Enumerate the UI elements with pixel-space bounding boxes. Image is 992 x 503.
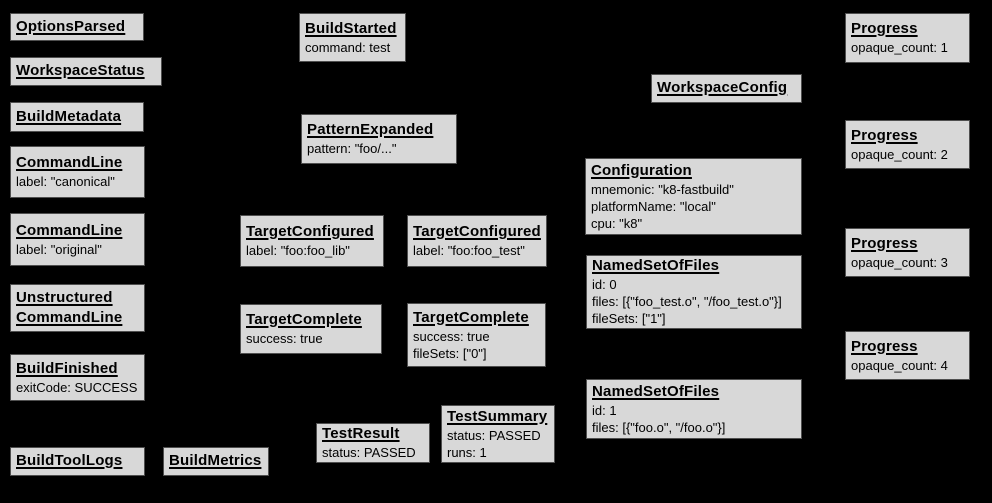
event-title: BuildFinished — [16, 359, 118, 377]
event-title: TestSummary — [447, 407, 548, 425]
event-detail-line: command: test — [305, 39, 391, 55]
event-title: Unstructured CommandLine — [16, 288, 123, 326]
event-box-build-tool-logs: BuildToolLogs — [10, 447, 145, 476]
event-box-target-configured-lib: TargetConfigured label: "foo:foo_lib" — [240, 215, 384, 267]
event-detail-line: success: true — [246, 331, 323, 346]
event-title: WorkspaceConfig — [657, 79, 788, 96]
event-box-progress-4: Progress opaque_count: 4 — [845, 331, 970, 380]
event-title: Progress — [851, 337, 918, 355]
event-box-test-result: TestResult status: PASSED — [316, 423, 430, 463]
event-title: OptionsParsed — [16, 17, 126, 35]
event-box-build-finished: BuildFinished exitCode: SUCCESS — [10, 354, 145, 401]
event-title: NamedSetOfFiles — [592, 257, 720, 274]
event-box-configuration: Configuration mnemonic: "k8-fastbuild"pl… — [585, 158, 802, 235]
event-box-command-line-canonical: CommandLine label: "canonical" — [10, 146, 145, 198]
event-title: TargetConfigured — [246, 223, 374, 240]
event-box-target-configured-test: TargetConfigured label: "foo:foo_test" — [407, 215, 547, 267]
event-detail-line: opaque_count: 3 — [851, 254, 948, 270]
event-title: PatternExpanded — [307, 121, 434, 138]
event-detail-line: status: PASSED — [447, 427, 541, 443]
event-title: TargetComplete — [246, 311, 362, 328]
event-title: Progress — [851, 126, 918, 144]
event-box-build-metrics: BuildMetrics — [163, 447, 269, 476]
event-box-progress-2: Progress opaque_count: 2 — [845, 120, 970, 169]
event-box-command-line-original: CommandLine label: "original" — [10, 213, 145, 266]
event-detail-line: platformName: "local" — [591, 198, 716, 214]
event-detail-line: mnemonic: "k8-fastbuild" — [591, 181, 734, 197]
event-detail-line: label: "foo:foo_test" — [413, 243, 525, 258]
event-detail-line: cpu: "k8" — [591, 215, 643, 231]
event-title: CommandLine — [16, 221, 123, 239]
event-title: TestResult — [322, 425, 400, 442]
event-detail-line: files: [{"foo_test.o", "/foo_test.o"}] — [592, 294, 782, 309]
event-box-progress-1: Progress opaque_count: 1 — [845, 13, 970, 63]
event-title: TargetComplete — [413, 308, 529, 326]
event-box-progress-3: Progress opaque_count: 3 — [845, 228, 970, 277]
event-detail-line: label: "original" — [16, 241, 102, 257]
event-box-workspace-status: WorkspaceStatus — [10, 57, 162, 86]
event-detail-line: pattern: "foo/..." — [307, 141, 397, 156]
event-detail-line: runs: 1 — [447, 444, 487, 460]
event-box-workspace-config: WorkspaceConfig — [651, 74, 802, 103]
event-title: NamedSetOfFiles — [592, 382, 720, 400]
event-title: BuildMetadata — [16, 107, 122, 125]
event-title: Progress — [851, 234, 918, 252]
event-title: WorkspaceStatus — [16, 62, 145, 79]
event-title: Progress — [851, 20, 918, 37]
event-box-target-complete-lib: TargetComplete success: true — [240, 304, 382, 354]
event-box-options-parsed: OptionsParsed — [10, 13, 144, 41]
event-box-unstructured-command-line: Unstructured CommandLine — [10, 284, 145, 332]
event-title: BuildMetrics — [169, 452, 262, 469]
event-box-build-metadata: BuildMetadata — [10, 102, 144, 132]
event-box-build-started: BuildStarted command: test — [299, 13, 406, 62]
event-detail-line: files: [{"foo.o", "/foo.o"}] — [592, 419, 726, 435]
event-detail-line: fileSets: ["1"] — [592, 311, 666, 326]
event-detail-line: success: true — [413, 328, 490, 344]
event-detail-line: id: 0 — [592, 277, 617, 292]
event-detail-line: label: "foo:foo_lib" — [246, 243, 350, 258]
event-detail-line: exitCode: SUCCESS — [16, 379, 138, 395]
event-title: CommandLine — [16, 154, 123, 171]
event-detail-line: opaque_count: 4 — [851, 357, 948, 373]
event-title: BuildToolLogs — [16, 452, 123, 469]
event-box-pattern-expanded: PatternExpanded pattern: "foo/..." — [301, 114, 457, 164]
event-detail-line: opaque_count: 1 — [851, 40, 948, 55]
event-detail-line: id: 1 — [592, 402, 617, 418]
event-detail-line: fileSets: ["0"] — [413, 345, 487, 361]
event-title: TargetConfigured — [413, 223, 541, 240]
event-detail-line: opaque_count: 2 — [851, 146, 948, 162]
event-box-named-set-of-files-0: NamedSetOfFiles id: 0 files: [{"foo_test.… — [586, 255, 802, 329]
event-detail-line: status: PASSED — [322, 445, 416, 460]
event-title: BuildStarted — [305, 19, 397, 37]
event-detail-line: label: "canonical" — [16, 174, 115, 189]
event-title: Configuration — [591, 161, 692, 179]
